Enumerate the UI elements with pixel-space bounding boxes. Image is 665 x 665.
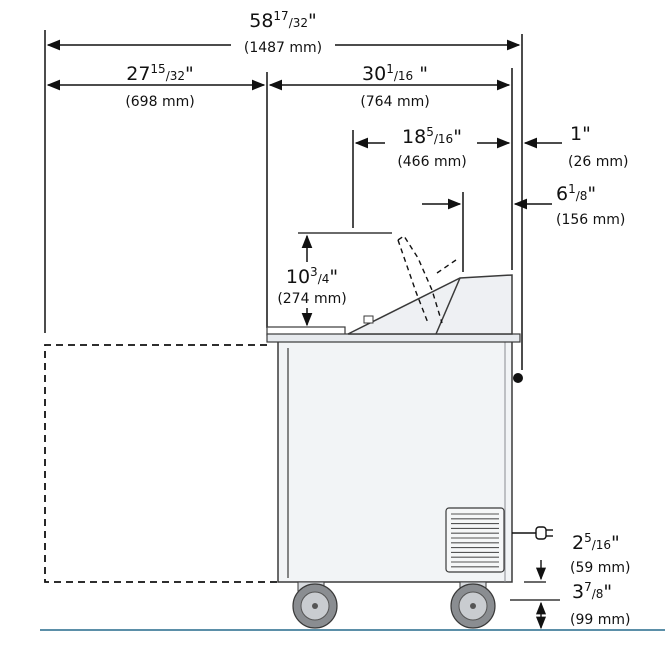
vent-louvres: [451, 513, 499, 568]
overall-depth-label: 5817/32": [249, 9, 317, 32]
caster-height-metric: (99 mm): [570, 612, 630, 628]
lid-edge: [435, 277, 461, 335]
open-lid-inner: [397, 239, 429, 324]
lid-height-metric: (274 mm): [277, 291, 346, 307]
rear-top-label: 61/8": [556, 182, 596, 205]
overall-depth-metric: (1487 mm): [244, 40, 322, 56]
cord-height-metric: (59 mm): [570, 560, 630, 576]
countertop: [266, 333, 521, 343]
lid-housing: [347, 274, 513, 335]
rear-knob: [513, 373, 523, 383]
dropped-lid-outline: [44, 344, 278, 583]
front-caster: [292, 581, 338, 629]
cord-height-label: 25/16": [572, 531, 620, 554]
open-lid-tip: [436, 259, 457, 274]
lid-opening-metric: (466 mm): [397, 154, 466, 170]
unit-depth-label: 301/16 ": [362, 62, 428, 85]
open-lid-outline: [397, 235, 443, 324]
rear-caster: [450, 581, 496, 629]
dropped-lid-depth-metric: (698 mm): [125, 94, 194, 110]
rear-clearance-metric: (26 mm): [568, 154, 628, 170]
dropped-lid-depth-label: 2715/32": [126, 62, 194, 85]
plug-body: [535, 526, 547, 540]
caster-height-label: 37/8": [572, 580, 612, 603]
lid-knob: [363, 315, 374, 324]
rear-top-metric: (156 mm): [556, 212, 625, 228]
unit-depth-metric: (764 mm): [360, 94, 429, 110]
rear-clearance-label: 1": [570, 123, 591, 145]
lid-height-label: 103/4": [286, 265, 338, 288]
lid-opening-label: 185/16": [402, 125, 462, 148]
